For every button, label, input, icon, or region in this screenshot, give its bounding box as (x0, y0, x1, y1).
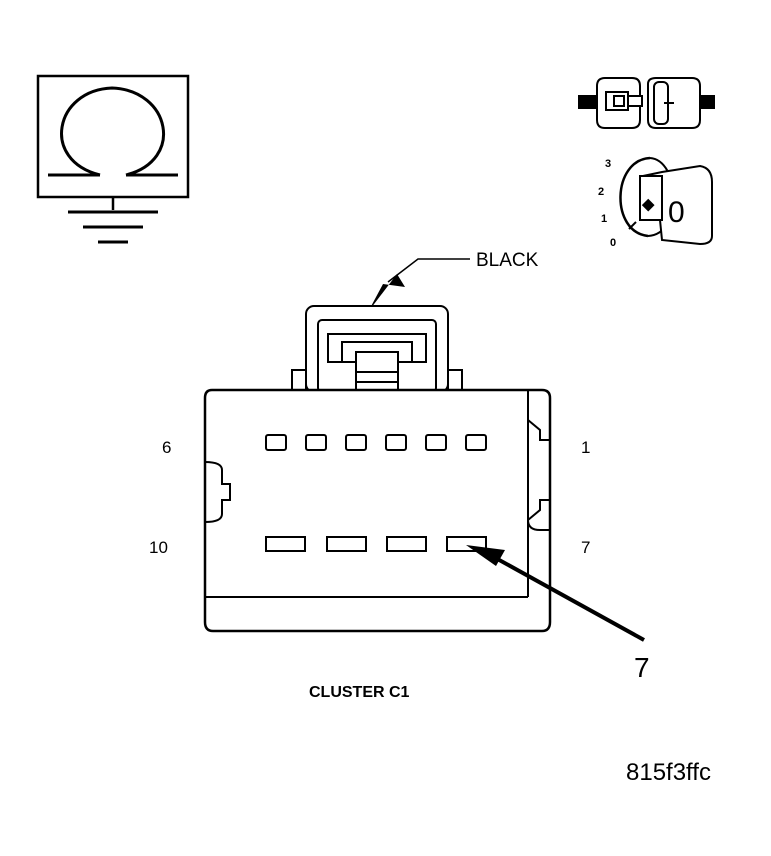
callout-pin-number: 7 (634, 652, 650, 683)
pin-callout: 7 (466, 545, 650, 683)
connector-body (203, 305, 552, 633)
pin-label-1: 1 (581, 438, 590, 457)
pin-label-10: 10 (149, 538, 168, 557)
connector-name: CLUSTER C1 (309, 684, 410, 701)
pin-cavity (465, 434, 487, 451)
pin-cavity (345, 434, 367, 451)
pin-cavities (265, 434, 487, 552)
color-callout: BLACK (368, 250, 539, 312)
pin-cavity (265, 536, 306, 552)
connector-color-label: BLACK (476, 250, 539, 271)
pin-label-7: 7 (581, 538, 590, 557)
ignition-position-1: 1 (601, 213, 607, 225)
pin-cavity (265, 434, 287, 451)
disconnected-connector-icon (578, 77, 715, 129)
ignition-position-0: 0 (610, 237, 616, 249)
ohmmeter-ground-icon (36, 74, 190, 244)
pin-cavity (425, 434, 447, 451)
ignition-position-2: 2 (598, 186, 604, 198)
ignition-switch-icon: 3 2 1 0 0 (598, 156, 713, 249)
ignition-key-label: 0 (668, 196, 685, 229)
pin-cavity (386, 536, 427, 552)
pin-cavity (305, 434, 327, 451)
pin-cavity (385, 434, 407, 451)
pin-cavity (326, 536, 367, 552)
ignition-position-3: 3 (605, 158, 611, 170)
pin-label-6: 6 (162, 438, 171, 457)
figure-id: 815f3ffc (626, 759, 711, 786)
